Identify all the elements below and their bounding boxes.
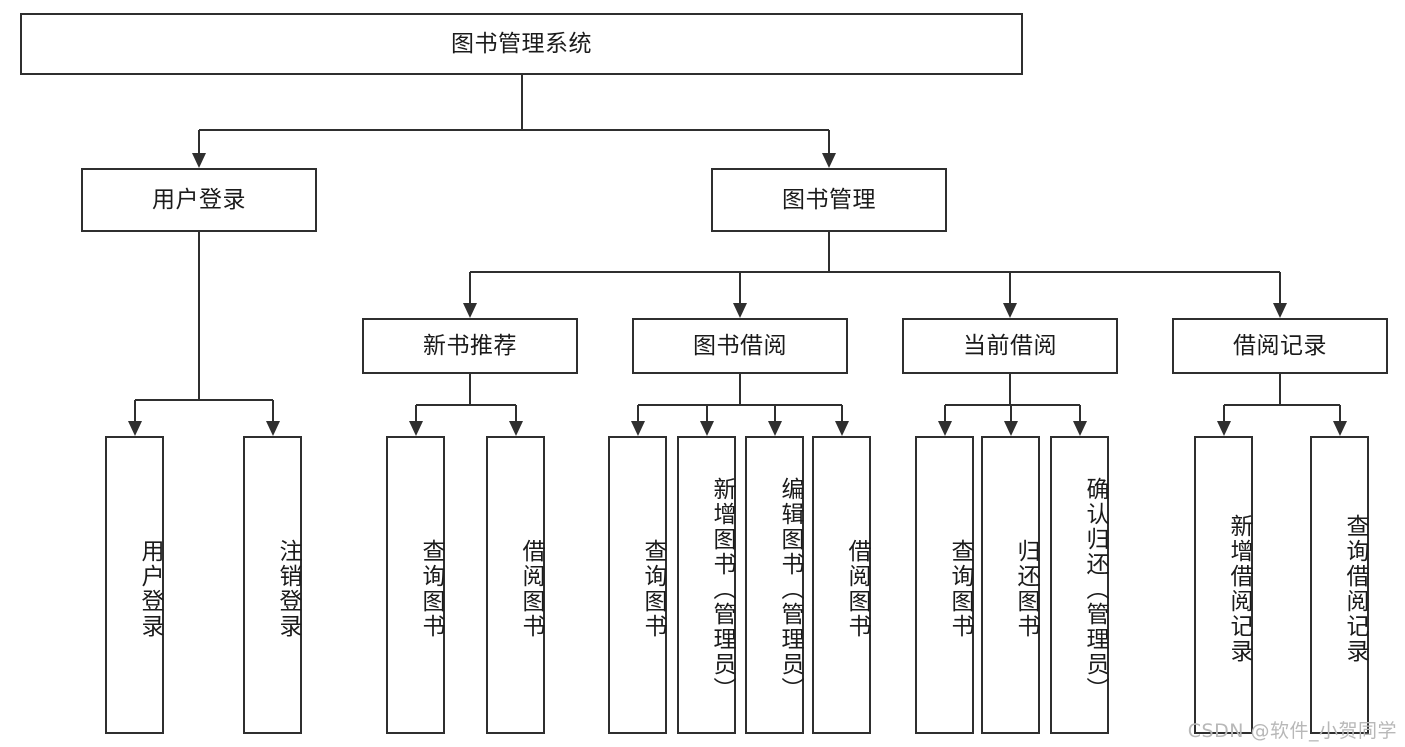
node-label: 确认归还（管理员）	[1082, 476, 1108, 702]
connector-drop	[514, 405, 517, 422]
node-leaf-1[interactable]: 注销登录	[243, 436, 302, 734]
node-label: 图书借阅	[693, 332, 787, 359]
node-leaf-9[interactable]: 归还图书	[981, 436, 1040, 734]
connector-drop	[943, 405, 946, 422]
node-label: 借阅记录	[1233, 332, 1327, 359]
node-leaf-12[interactable]: 查询借阅记录	[1310, 436, 1369, 734]
node-leaf-11[interactable]: 新增借阅记录	[1194, 436, 1253, 734]
node-label: 图书管理系统	[451, 30, 592, 57]
node-label: 查询图书	[947, 539, 973, 639]
node-label: 查询图书	[640, 539, 666, 639]
arrow-head	[767, 421, 782, 436]
connector-drop	[1078, 405, 1081, 422]
arrow-head	[937, 421, 952, 436]
connector-drop	[773, 405, 776, 422]
connector-drop	[1222, 405, 1225, 422]
arrow-head	[1216, 421, 1231, 436]
connector-drop	[828, 130, 830, 154]
arrow-head	[127, 421, 142, 436]
node-leaf-6[interactable]: 编辑图书（管理员）	[745, 436, 804, 734]
arrow-head	[1003, 421, 1018, 436]
connector-drop	[1279, 272, 1281, 304]
arrow-head	[733, 303, 747, 318]
arrow-head	[1003, 303, 1017, 318]
node-leaf-4[interactable]: 查询图书	[608, 436, 667, 734]
node-label: 编辑图书（管理员）	[777, 476, 803, 702]
node-leaf-10[interactable]: 确认归还（管理员）	[1050, 436, 1109, 734]
connector-stem	[198, 232, 200, 400]
connector-stem	[739, 374, 741, 405]
node-leaf-7[interactable]: 借阅图书	[812, 436, 871, 734]
connector-drop	[469, 272, 471, 304]
node-level3-3[interactable]: 借阅记录	[1172, 318, 1388, 374]
node-label: 新增图书（管理员）	[709, 476, 735, 702]
arrow-head	[192, 153, 206, 168]
node-label: 新增借阅记录	[1226, 514, 1252, 664]
connector-bus	[1223, 404, 1340, 406]
connector-drop	[1009, 272, 1011, 304]
connector-drop	[198, 130, 200, 154]
connector-bus	[415, 404, 516, 406]
connector-stem	[520, 75, 523, 130]
node-label: 用户登录	[152, 186, 246, 213]
arrow-head	[463, 303, 477, 318]
arrow-head	[822, 153, 836, 168]
node-leaf-5[interactable]: 新增图书（管理员）	[677, 436, 736, 734]
connector-drop	[271, 400, 274, 422]
connector-drop	[1009, 405, 1012, 422]
node-leaf-2[interactable]: 查询图书	[386, 436, 445, 734]
arrow-head	[408, 421, 423, 436]
connector-bus	[199, 129, 829, 131]
node-label: 当前借阅	[963, 332, 1057, 359]
connector-drop	[1338, 405, 1341, 422]
connector-bus	[944, 404, 1080, 406]
connector-bus	[134, 399, 273, 401]
node-label: 新书推荐	[423, 332, 517, 359]
node-label: 用户登录	[137, 539, 163, 639]
node-level3-1[interactable]: 图书借阅	[632, 318, 848, 374]
node-label: 注销登录	[275, 539, 301, 639]
node-label: 查询借阅记录	[1342, 514, 1368, 664]
connector-drop	[636, 405, 639, 422]
node-label: 图书管理	[782, 186, 876, 213]
node-label: 查询图书	[418, 539, 444, 639]
connector-drop	[840, 405, 843, 422]
arrow-head	[265, 421, 280, 436]
node-level3-2[interactable]: 当前借阅	[902, 318, 1118, 374]
connector-stem	[1279, 374, 1281, 405]
arrow-head	[1072, 421, 1087, 436]
node-label: 借阅图书	[844, 539, 870, 639]
arrow-head	[1273, 303, 1287, 318]
arrow-head	[699, 421, 714, 436]
connector-stem	[1009, 374, 1011, 405]
node-level3-0[interactable]: 新书推荐	[362, 318, 578, 374]
node-level2-0[interactable]: 用户登录	[81, 168, 317, 232]
connector-bus	[470, 271, 1280, 273]
node-level2-1[interactable]: 图书管理	[711, 168, 947, 232]
connector-stem	[469, 374, 471, 405]
arrow-head	[508, 421, 523, 436]
node-root-system[interactable]: 图书管理系统	[20, 13, 1023, 75]
arrow-head	[630, 421, 645, 436]
connector-drop	[414, 405, 417, 422]
arrow-head	[1332, 421, 1347, 436]
connector-drop	[739, 272, 741, 304]
node-leaf-8[interactable]: 查询图书	[915, 436, 974, 734]
node-label: 归还图书	[1013, 539, 1039, 639]
node-label: 借阅图书	[518, 539, 544, 639]
node-leaf-3[interactable]: 借阅图书	[486, 436, 545, 734]
connector-stem	[828, 232, 830, 272]
node-leaf-0[interactable]: 用户登录	[105, 436, 164, 734]
arrow-head	[834, 421, 849, 436]
connector-drop	[705, 405, 708, 422]
connector-bus	[637, 404, 842, 406]
connector-drop	[133, 400, 136, 422]
